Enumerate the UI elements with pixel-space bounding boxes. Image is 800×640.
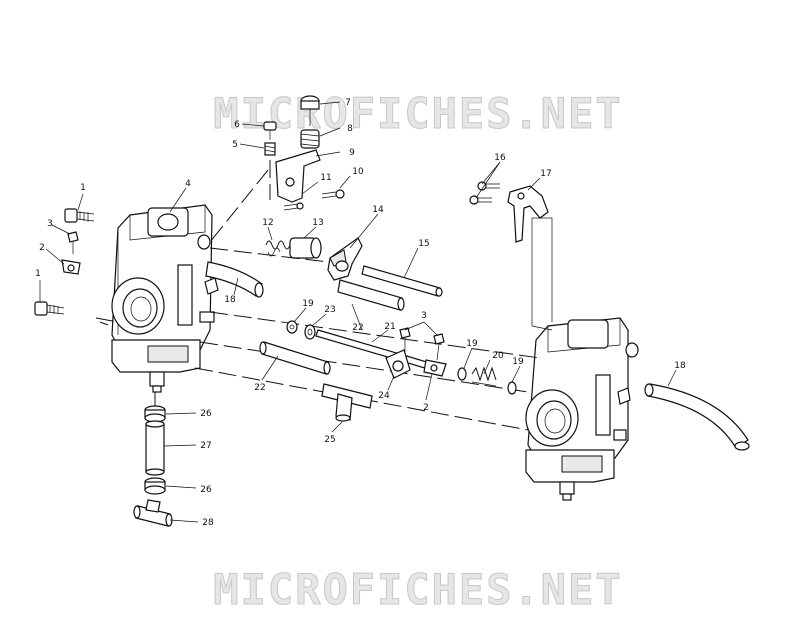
callout-6: 6 [234, 120, 240, 130]
spring-5 [264, 142, 276, 156]
assembly-line-upper [209, 311, 541, 359]
callout-16: 16 [494, 153, 506, 163]
rod-22-upper [337, 279, 405, 311]
watermark-top: MICROFICHES.NET [213, 89, 622, 138]
spring-20 [471, 366, 497, 387]
screw-16-upper [477, 181, 500, 191]
screw-3-center-a [399, 327, 411, 339]
callout-17: 17 [540, 169, 551, 179]
assembly-line-left-b [99, 321, 109, 326]
callout-10: 10 [352, 167, 364, 177]
washer-23 [304, 324, 316, 340]
callout-26-lower: 26 [200, 485, 212, 495]
callout-22-lower: 22 [254, 383, 265, 393]
callout-8: 8 [347, 124, 353, 134]
callout-2-left: 2 [39, 243, 45, 253]
tee-25 [321, 383, 373, 422]
callout-11: 11 [320, 173, 331, 183]
assembly-line-left [95, 317, 119, 323]
clamp-26-lower [144, 477, 166, 495]
callout-7: 7 [345, 98, 351, 108]
callout-1-upper: 1 [80, 183, 86, 193]
callout-13: 13 [312, 218, 323, 228]
lever-14 [327, 237, 363, 281]
screw-3-center-b [433, 333, 445, 345]
callout-19-right: 19 [512, 357, 524, 367]
watermark-bottom: MICROFICHES.NET [213, 565, 622, 614]
screw-3-left [67, 231, 79, 243]
tee-28 [133, 499, 173, 527]
screw-16-lower [469, 195, 492, 205]
callout-23: 23 [324, 305, 335, 315]
callout-2-center: 2 [423, 403, 429, 413]
callout-18-right: 18 [674, 361, 686, 371]
callout-3-left: 3 [47, 219, 53, 229]
rod-15 [361, 265, 443, 297]
assembly-line-top [209, 247, 346, 265]
callout-14: 14 [372, 205, 384, 215]
callout-28: 28 [202, 518, 214, 528]
lever-24 [385, 349, 411, 379]
left-carburetor [111, 204, 219, 393]
assembly-line-mid [199, 341, 529, 393]
screw-7 [300, 95, 320, 126]
rod-22-lower [259, 341, 331, 375]
bracket-9 [275, 149, 321, 203]
hose-18-right [644, 383, 750, 451]
align-line-bracket [209, 169, 269, 243]
screw-11 [283, 202, 304, 211]
leader-lines [39, 101, 677, 523]
callout-24: 24 [378, 391, 390, 401]
spring-12 [265, 240, 291, 257]
screw-1-lower [34, 301, 65, 316]
washer-19-left [286, 320, 298, 334]
callout-15: 15 [418, 239, 429, 249]
spring-8 [300, 129, 320, 149]
tube-27 [145, 420, 165, 476]
cap-13 [289, 237, 322, 259]
callout-25: 25 [324, 435, 335, 445]
callout-5: 5 [232, 140, 238, 150]
clip-2-center [423, 359, 447, 377]
callout-18-left: 18 [224, 295, 236, 305]
callout-21: 21 [384, 322, 395, 332]
clamp-26-upper [144, 405, 166, 423]
callout-22-upper: 22 [352, 323, 363, 333]
washer-19-center [457, 367, 467, 381]
callout-1-lower: 1 [35, 269, 41, 279]
callout-9: 9 [349, 148, 355, 158]
callout-labels: 1 1 2 2 3 3 4 5 6 7 8 9 10 11 12 13 14 1… [35, 98, 686, 528]
callout-20: 20 [492, 351, 504, 361]
bracket-17 [507, 185, 549, 243]
callout-4: 4 [185, 179, 191, 189]
hose-18-left [205, 261, 264, 298]
callout-12: 12 [262, 218, 273, 228]
callout-19-left: 19 [302, 299, 314, 309]
washer-19-right [507, 381, 517, 395]
shaft-21 [315, 329, 441, 373]
screw-10 [321, 189, 345, 199]
callout-26-upper: 26 [200, 409, 212, 419]
callout-27: 27 [200, 441, 211, 451]
callout-3-center: 3 [421, 311, 427, 321]
callout-19-center: 19 [466, 339, 478, 349]
right-carburetor [525, 317, 639, 501]
screw-1-upper [64, 208, 95, 223]
